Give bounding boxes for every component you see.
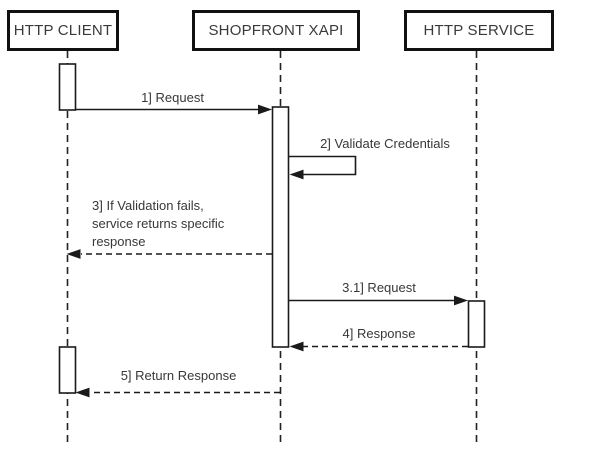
- actor-label-shopfront-xapi: SHOPFRONT XAPI: [208, 22, 344, 39]
- actor-box-http-service: HTTP SERVICE: [404, 10, 554, 51]
- actor-label-http-service: HTTP SERVICE: [423, 22, 535, 39]
- actor-box-http-client: HTTP CLIENT: [7, 10, 119, 51]
- activation-bar-http-client-2: [58, 346, 77, 394]
- message-5-label: 5] Return Response: [120, 368, 237, 383]
- activation-bar-http-client-1: [58, 63, 77, 111]
- message-1-label: 1] Request: [141, 90, 204, 105]
- message-2-self-loop: [288, 155, 357, 176]
- message-1-arrowhead: [258, 104, 272, 115]
- actor-box-shopfront-xapi: SHOPFRONT XAPI: [192, 10, 360, 51]
- message-2-arrowhead: [289, 169, 304, 180]
- message-3-1-arrowhead: [454, 295, 468, 306]
- message-5-arrowhead: [75, 387, 90, 398]
- activation-bar-http-service: [467, 300, 486, 348]
- actor-label-http-client: HTTP CLIENT: [13, 22, 113, 39]
- activation-bar-shopfront-xapi: [271, 106, 290, 348]
- message-3-1-label: 3.1] Request: [342, 280, 416, 295]
- message-4-label: 4] Response: [342, 326, 416, 341]
- message-3-label: 3] If Validation fails, service returns …: [92, 198, 225, 249]
- message-3-arrowhead: [66, 249, 81, 259]
- message-4-arrowhead: [289, 341, 304, 352]
- message-2-label: 2] Validate Credentials: [320, 136, 450, 151]
